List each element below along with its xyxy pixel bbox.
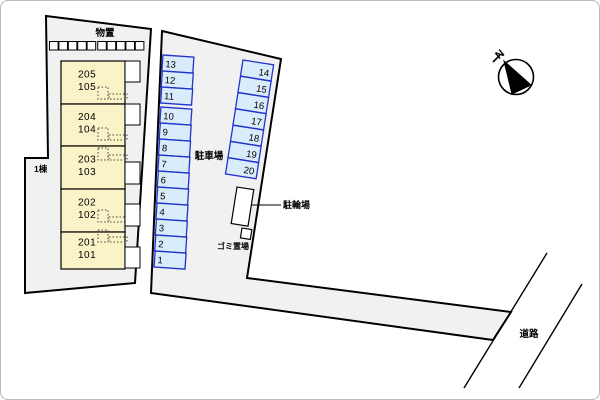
unit-room [60,145,126,190]
building-label: 1棟 [34,164,48,174]
parking-space-number: 1 [157,255,163,266]
road-edge-line-1 [463,252,548,389]
stairs-icon [97,86,109,100]
entry-porch [124,161,141,185]
compass-tick-icon [492,54,501,63]
stairs-icon [97,209,109,223]
storage-cell [67,41,78,51]
unit-number-upper: 201 [78,238,96,249]
parking-space-number: 14 [258,67,270,80]
parking-parcel-outline [149,29,513,342]
north-compass: N [492,48,535,96]
unit-number-lower: 103 [78,167,96,178]
north-arrow-icon [503,59,532,95]
unit-number-upper: 205 [78,70,96,81]
entry-porch [124,203,141,227]
parking-space-number: 18 [248,132,260,145]
stairs-icon [97,147,109,161]
parking-space-number: 6 [160,175,166,186]
unit-number-lower: 105 [78,82,96,93]
parking-space-number: 19 [245,149,257,162]
stairs-icon [97,229,109,243]
garbage-label: ゴミ置場 [217,241,249,251]
parking-space [224,157,260,180]
road-edge-line-2 [518,283,583,389]
parking-space-number: 2 [158,239,164,250]
parking-space-number: 15 [255,83,267,96]
parking-space-number: 8 [162,143,168,154]
unit-number-upper: 204 [78,112,96,123]
storage-label: 物置 [95,27,115,39]
parking-space-number: 10 [163,111,174,123]
unit-room [60,231,126,270]
storage-cell [125,41,136,51]
parking-space-number: 11 [164,91,175,103]
parking-space-number: 9 [162,127,168,138]
parking-space [153,250,187,270]
unit-number-lower: 101 [78,250,96,261]
parking-column-left: 13 12 11 10 9 8 7 6 5 4 3 2 1 [153,54,195,270]
bicycle-parking-area [230,186,255,227]
parking-space-number: 4 [159,207,165,218]
storage-cell [106,41,117,51]
unit-room [60,103,126,147]
unit-number-upper: 203 [78,155,96,166]
stairs-icon [108,236,128,243]
parking-label: 駐車場 [195,150,224,162]
unit-room [60,188,126,233]
storage-cell [77,41,87,51]
garbage-area [239,227,253,241]
entry-porch [124,60,141,83]
parking-space-number: 17 [250,116,262,129]
stairs-icon [97,127,109,141]
parking-space-number: 3 [158,223,164,234]
unit-number-upper: 202 [78,198,96,209]
parking-space-number: 7 [161,159,167,170]
storage-cell [134,41,145,51]
unit-number-lower: 102 [78,210,96,221]
stairs-icon [108,216,128,223]
storage-cell [86,41,97,51]
parking-space-number: 12 [164,75,175,87]
entry-porch [124,103,141,126]
storage-cell [116,41,126,51]
entry-porch [124,246,141,269]
parking-space-number: 5 [160,191,166,202]
bicycle-label: 駐輪場 [283,199,310,210]
storage-cell [58,41,69,51]
parking-column-right: 14 15 16 17 18 19 20 [224,59,275,180]
stairs-icon [108,93,128,100]
stairs-icon [108,134,128,141]
parking-space-number: 13 [165,59,176,71]
parking-space-number: 16 [253,100,265,113]
parking-space [159,86,194,106]
parking-space-number: 20 [243,165,255,178]
storage-shed-row [49,41,145,51]
storage-cell [49,41,59,51]
storage-cell [97,41,107,51]
road-label: 道路 [519,328,539,340]
stairs-icon [108,154,128,161]
unit-number-lower: 104 [78,125,96,136]
